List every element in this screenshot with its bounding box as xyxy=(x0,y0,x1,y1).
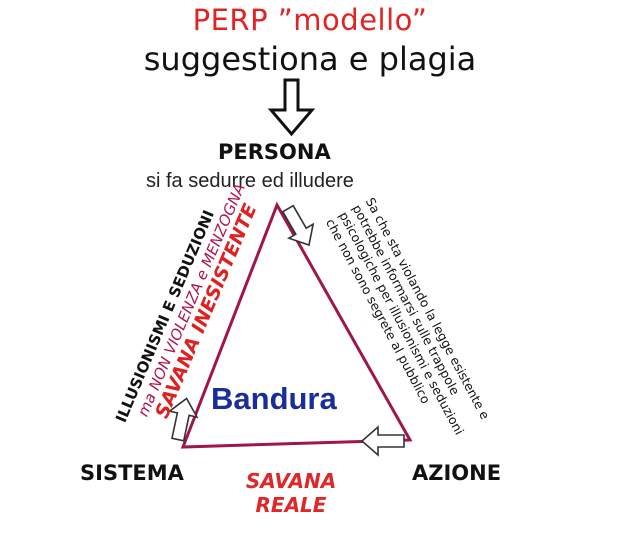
node-azione: AZIONE xyxy=(412,461,502,485)
diagram-title: PERP ”modello” xyxy=(192,3,428,37)
arrow-icon xyxy=(167,397,199,442)
arrow-icon xyxy=(281,204,315,247)
triangle-outline xyxy=(180,201,413,449)
down-arrow-icon xyxy=(267,78,316,137)
diagram-subtitle: suggestiona e plagia xyxy=(143,40,477,78)
node-sistema: SISTEMA xyxy=(80,461,184,485)
node-persona: PERSONA xyxy=(218,140,331,164)
node-persona-subtitle: si fa sedurre ed illudere xyxy=(146,170,354,192)
bottom-label-line1: SAVANA xyxy=(245,469,337,493)
bottom-label: SAVANA REALE xyxy=(236,469,346,517)
center-label: Bandura xyxy=(211,381,337,416)
arrow-icon xyxy=(360,425,405,457)
bottom-label-line2: REALE xyxy=(255,493,327,517)
